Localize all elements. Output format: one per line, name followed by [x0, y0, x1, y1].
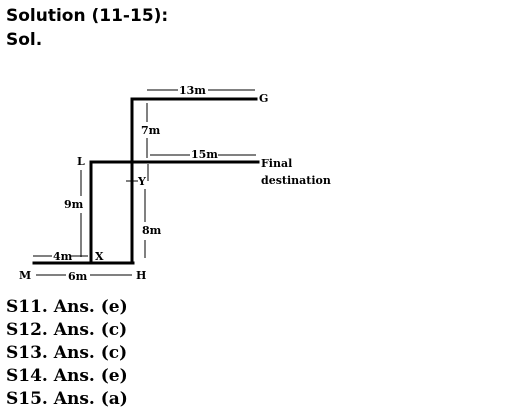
- label-g: G: [259, 92, 268, 105]
- distance-6m: 6m: [68, 270, 88, 283]
- distance-8m: 8m: [142, 224, 162, 237]
- answer-s12: S12. Ans. (c): [6, 320, 128, 340]
- distance-4m: 4m: [53, 250, 73, 263]
- label-y: Y: [137, 175, 146, 188]
- sol-label: Sol.: [6, 30, 43, 50]
- solution-title: Solution (11-15):: [6, 6, 169, 26]
- distance-15m: 15m: [191, 148, 218, 161]
- label-h: H: [136, 269, 146, 282]
- label-m: M: [19, 269, 31, 282]
- answer-s15: S15. Ans. (a): [6, 389, 128, 409]
- answer-list: S11. Ans. (e) S12. Ans. (c) S13. Ans. (c…: [6, 296, 128, 411]
- label-x: X: [95, 250, 104, 263]
- distance-7m: 7m: [141, 124, 161, 137]
- answer-s13: S13. Ans. (c): [6, 343, 128, 363]
- answer-s14: S14. Ans. (e): [6, 366, 128, 386]
- distance-9m: 9m: [64, 198, 84, 211]
- label-final: Final: [261, 157, 292, 170]
- label-destination: destination: [261, 174, 331, 187]
- answer-s11: S11. Ans. (e): [6, 297, 128, 317]
- label-l: L: [77, 155, 85, 168]
- distance-13m: 13m: [179, 84, 206, 97]
- direction-diagram: G L M H X Y Final destination 13m 7m 15m…: [19, 84, 331, 283]
